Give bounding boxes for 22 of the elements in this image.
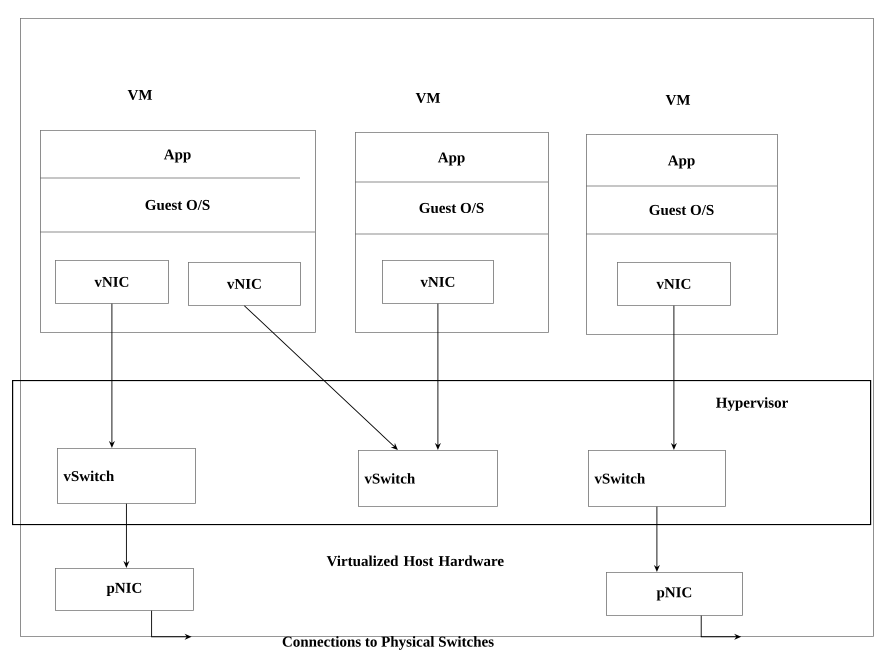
vm-heading: VM bbox=[666, 94, 690, 105]
switch-box: vSwitch bbox=[588, 450, 726, 507]
nic-box: vNIC bbox=[382, 260, 494, 304]
layer-label: Guest O/S bbox=[650, 204, 714, 216]
arrow bbox=[244, 305, 398, 450]
switch-box: vSwitch bbox=[358, 450, 498, 507]
layer-label: App bbox=[438, 152, 465, 166]
layer-label: Guest O/S bbox=[146, 200, 210, 210]
layer-label: Guest O/S bbox=[420, 202, 484, 214]
box-label: Hypervisor bbox=[716, 397, 788, 411]
nic-box: pNIC bbox=[55, 568, 194, 611]
switch-box: vSwitch bbox=[57, 448, 196, 504]
caption-text: Connections to Physical Switches bbox=[282, 636, 494, 650]
nic-box: vNIC bbox=[55, 260, 169, 304]
vm-heading: VM bbox=[416, 92, 440, 103]
nic-box: vNIC bbox=[188, 262, 301, 306]
box-label: Virtualized Host Hardware bbox=[326, 556, 504, 566]
vm-heading: VM bbox=[128, 90, 152, 100]
nic-box: pNIC bbox=[606, 572, 743, 616]
layer-label: App bbox=[668, 155, 695, 169]
layer-label: App bbox=[164, 149, 191, 163]
nic-box: vNIC bbox=[617, 262, 731, 306]
